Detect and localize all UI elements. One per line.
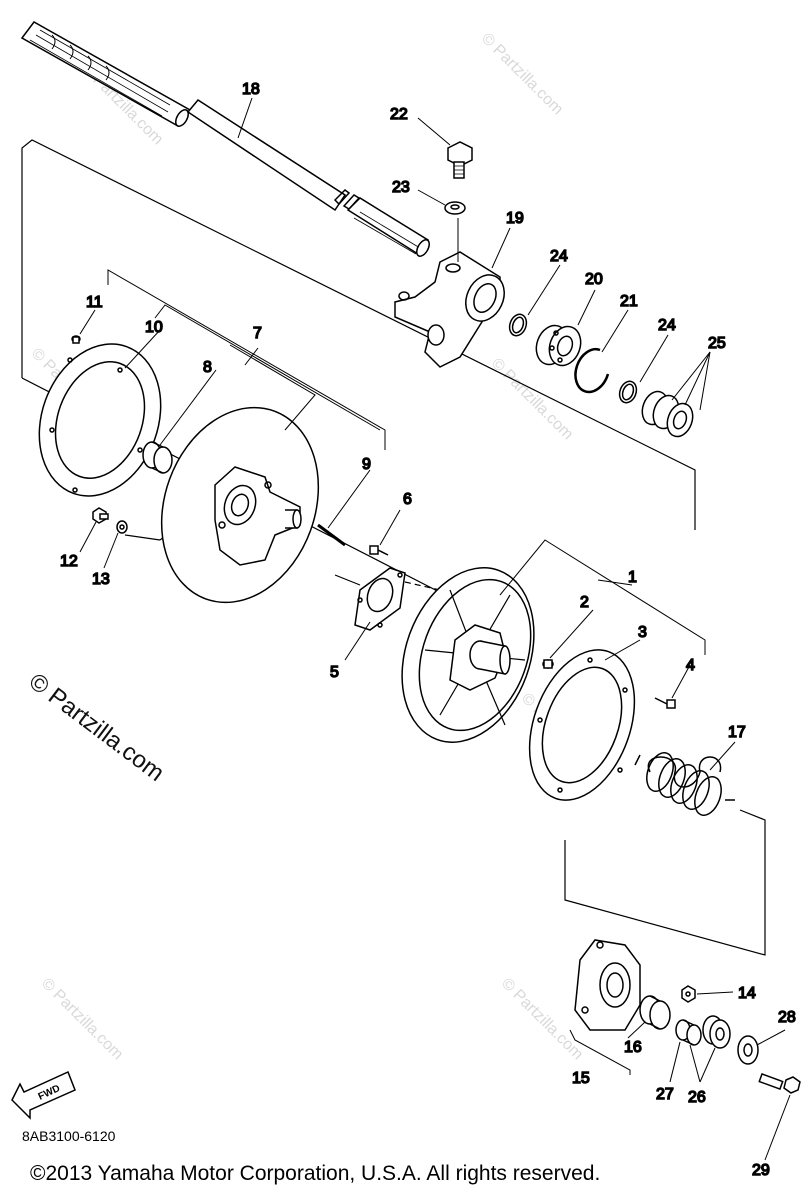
callout-23: 23	[392, 179, 410, 196]
callout-24b: 24	[658, 317, 676, 334]
callout-5: 5	[330, 664, 339, 681]
washer-part-13	[117, 521, 127, 533]
bushing-part-16	[640, 996, 670, 1029]
pin-part-9	[318, 525, 345, 545]
plate-part-10	[19, 327, 181, 513]
nut-part-14	[682, 986, 695, 1002]
callout-3: 3	[638, 624, 647, 641]
callout-24: 24	[550, 248, 568, 265]
callout-20: 20	[585, 271, 603, 288]
washer-part-23	[445, 202, 465, 262]
callout-8: 8	[203, 359, 212, 376]
callout-2: 2	[580, 594, 589, 611]
bolt-part-12	[93, 508, 108, 523]
spring-part-17	[635, 749, 735, 819]
circlip-part-24	[507, 312, 530, 338]
callout-21: 21	[620, 293, 638, 310]
callout-25: 25	[708, 335, 726, 352]
callout-7: 7	[253, 325, 262, 342]
callout-14: 14	[738, 985, 756, 1002]
callout-22: 22	[390, 106, 408, 123]
bushing-part-8	[143, 442, 172, 473]
callout-4: 4	[686, 657, 695, 674]
washer-part-26	[703, 1016, 730, 1048]
washer-part-28	[738, 1036, 758, 1064]
screw-part-6	[370, 546, 388, 555]
plate-part-3	[510, 635, 654, 814]
screw-part-2	[543, 660, 553, 668]
gasket-part-5	[355, 568, 405, 630]
callout-6: 6	[403, 491, 412, 508]
circlip-part-24b	[617, 379, 640, 405]
copyright-notice: ©2013 Yamaha Motor Corporation, U.S.A. A…	[30, 1162, 601, 1185]
callout-11: 11	[86, 294, 103, 311]
seal-part-25	[638, 388, 697, 440]
callout-12: 12	[60, 553, 78, 570]
callout-15: 15	[572, 1070, 590, 1087]
collar-part-27	[676, 1020, 701, 1045]
bolt-part-22	[448, 142, 472, 178]
sheave-part-7	[135, 385, 344, 624]
callout-29: 29	[752, 1162, 770, 1179]
callout-16: 16	[624, 1039, 642, 1056]
bracket-part-19	[395, 252, 511, 367]
ring-part-21	[575, 349, 608, 392]
sheave-part-1	[379, 549, 557, 761]
callout-26: 26	[688, 1089, 706, 1106]
shaft-part-18	[22, 22, 432, 258]
callout-27: 27	[656, 1086, 674, 1103]
callout-18: 18	[242, 81, 260, 98]
callout-9: 9	[362, 456, 371, 473]
cam-part-15	[575, 940, 640, 1030]
leader-lines	[80, 98, 790, 1160]
callout-17: 17	[728, 724, 746, 741]
callout-1: 1	[628, 569, 637, 586]
fwd-arrow-icon: FWD	[12, 1072, 75, 1118]
screw-part-4	[655, 698, 675, 708]
callout-28: 28	[778, 1009, 796, 1026]
callout-labels: 1 2 3 4 5 6 7 8 9 10 11 12 13 14 15 16 1…	[59, 80, 796, 1180]
callout-10: 10	[145, 319, 163, 336]
bolt-part-29	[759, 1074, 800, 1093]
callout-13: 13	[92, 571, 110, 588]
bearing-part-20	[531, 321, 586, 370]
diagram-code: 8AB3100-6120	[22, 1128, 116, 1144]
callout-19: 19	[506, 210, 524, 227]
screw-part-11	[72, 336, 80, 343]
assembly-lines	[22, 140, 765, 955]
